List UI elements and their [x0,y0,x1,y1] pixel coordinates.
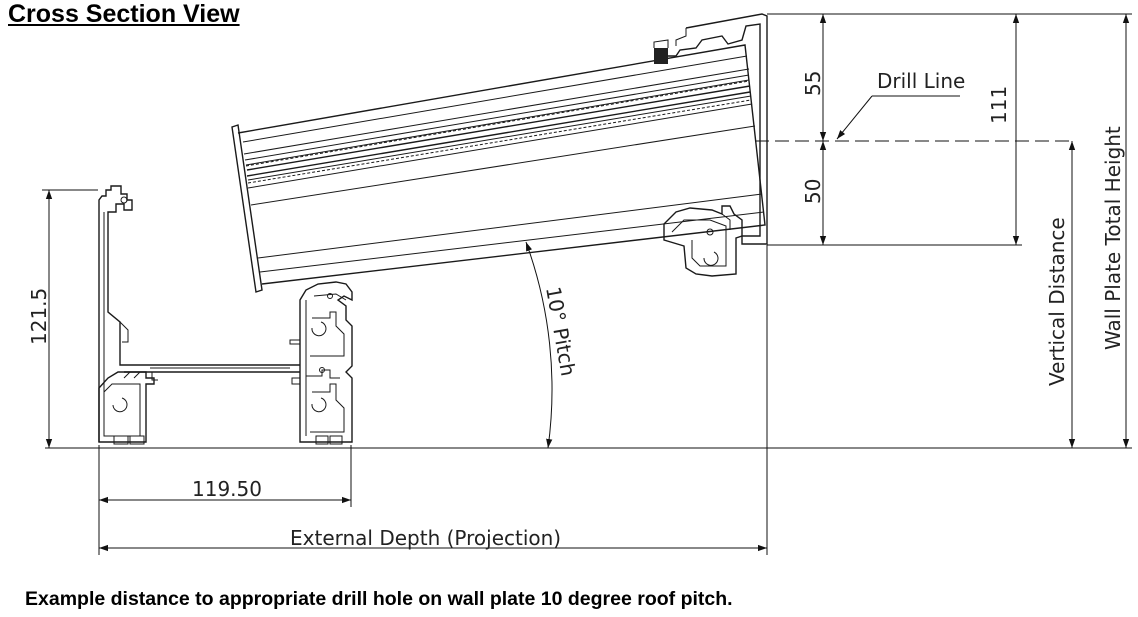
wall-plate-profile [653,13,768,277]
wall-plate-seal [654,48,668,64]
glazing-bar-profile [231,44,766,293]
pitch-label: 10° Pitch [541,285,580,378]
dim-55: 55 [801,71,825,96]
wall-plate-height-label: Wall Plate Total Height [1101,126,1125,350]
eaves-beam-profile [98,185,353,445]
drill-line-label: Drill Line [877,69,965,93]
caption: Example distance to appropriate drill ho… [25,588,733,610]
external-depth-label: External Depth (Projection) [290,526,561,550]
glazing-bar-hatching [245,80,752,184]
dim-50: 50 [801,179,825,204]
dim-119-50: 119.50 [192,477,262,501]
page-title: Cross Section View [8,0,240,28]
dim-121-5: 121.5 [27,288,51,345]
dim-111: 111 [987,86,1011,124]
vertical-distance-label: Vertical Distance [1045,217,1069,386]
